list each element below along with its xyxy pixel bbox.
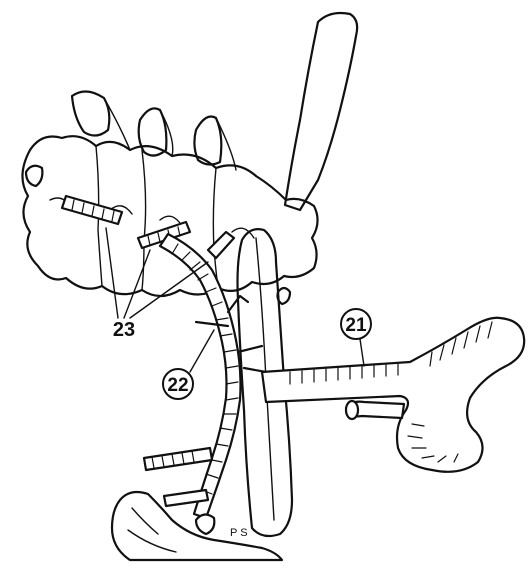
label-21: 21	[341, 309, 371, 366]
aortic-vessel	[262, 318, 524, 472]
aortic-vessel-body	[262, 318, 524, 472]
label-22: 22	[163, 330, 214, 399]
process-lines	[104, 98, 236, 170]
label-23-leader-2	[124, 250, 150, 318]
label-23-leader-1	[106, 228, 118, 318]
aortic-vessel-stub-end	[346, 401, 358, 419]
segmental-branch-4	[208, 232, 234, 258]
label-23-text: 23	[113, 319, 135, 341]
label-22-leader	[190, 330, 214, 372]
pelvic-bone-line	[128, 508, 176, 552]
artery-small-knob-2	[196, 514, 214, 534]
footnote-initials: P S	[230, 527, 248, 539]
lateral-branches	[144, 448, 212, 506]
segmental-branch-1	[26, 166, 42, 186]
segmental-branch-2	[62, 196, 122, 224]
label-22-text: 22	[167, 375, 188, 396]
label-21-leader	[360, 339, 364, 366]
vertebra-division-3	[213, 168, 218, 288]
label-23: 23	[106, 228, 208, 341]
label-21-text: 21	[345, 315, 367, 336]
upper-bone-process	[285, 13, 357, 210]
